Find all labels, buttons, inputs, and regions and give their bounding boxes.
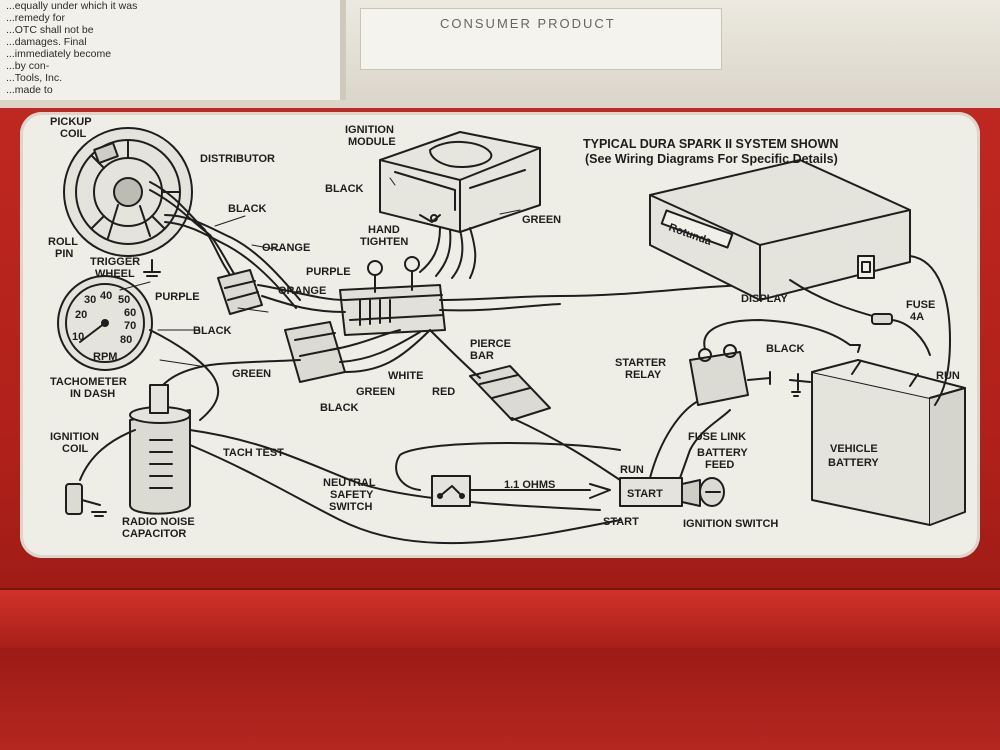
toolbox-floor bbox=[0, 648, 1000, 750]
warranty-line: ...made to bbox=[6, 84, 53, 96]
tach-tick: 60 bbox=[124, 307, 136, 319]
tach-tick: 10 bbox=[72, 331, 84, 343]
label-tach-test: TACH TEST bbox=[223, 447, 284, 459]
tach-ticks: 10 20 30 40 50 60 70 80 bbox=[72, 290, 136, 346]
label-fuse-link: FUSE LINK bbox=[688, 431, 746, 443]
tach-tick: 40 bbox=[100, 290, 112, 302]
label-vehicle-battery: BATTERY bbox=[828, 457, 879, 469]
label-radio-noise: CAPACITOR bbox=[122, 528, 186, 540]
label-neutral-safety: SAFETY bbox=[330, 489, 374, 501]
tach-tick: 30 bbox=[84, 294, 96, 306]
label-ohms: 1.1 OHMS bbox=[504, 479, 555, 491]
label-display: DISPLAY bbox=[741, 293, 788, 305]
label-start-bottom: START bbox=[603, 516, 639, 528]
distributor-connector-icon bbox=[217, 269, 263, 315]
label-tachometer: IN DASH bbox=[70, 388, 115, 400]
label-orange-dist: ORANGE bbox=[262, 242, 310, 254]
label-orange-bar: ORANGE bbox=[278, 285, 326, 297]
distributor-icon bbox=[63, 127, 193, 277]
label-distributor: DISTRIBUTOR bbox=[200, 153, 275, 165]
label-fuse: FUSE bbox=[906, 299, 935, 311]
toolbox-lip bbox=[0, 588, 1000, 650]
label-rpm: RPM bbox=[93, 351, 117, 363]
red-lead-connector-icon bbox=[469, 365, 551, 421]
label-starter-relay: RELAY bbox=[625, 369, 662, 381]
label-radio-noise: RADIO NOISE bbox=[122, 516, 195, 528]
pierce-bar-icon bbox=[339, 256, 446, 336]
diagram-title: TYPICAL DURA SPARK II SYSTEM SHOWN bbox=[583, 137, 838, 151]
tach-tick: 20 bbox=[75, 309, 87, 321]
tester-unit-icon bbox=[649, 159, 911, 301]
ignition-coil-icon bbox=[129, 384, 191, 515]
product-sticker bbox=[360, 8, 722, 70]
label-pierce-bar: BAR bbox=[470, 350, 494, 362]
product-sticker-text: CONSUMER PRODUCT bbox=[440, 16, 616, 31]
label-white: WHITE bbox=[388, 370, 423, 382]
tach-tick: 80 bbox=[120, 334, 132, 346]
warranty-line: ...damages. Final bbox=[6, 36, 87, 48]
label-roll-pin: PIN bbox=[55, 248, 73, 260]
label-battery-feed: FEED bbox=[705, 459, 734, 471]
vehicle-battery-icon bbox=[811, 359, 966, 526]
label-roll-pin: ROLL bbox=[48, 236, 78, 248]
label-green-module: GREEN bbox=[522, 214, 561, 226]
starter-relay-icon bbox=[689, 344, 771, 406]
fuse-icon bbox=[871, 313, 893, 325]
ignition-switch-icon bbox=[619, 477, 725, 507]
warranty-line: ...Tools, Inc. bbox=[6, 72, 63, 84]
label-ignition-switch: IGNITION SWITCH bbox=[683, 518, 778, 530]
label-fuse: 4A bbox=[910, 311, 924, 323]
diagram-subtitle: (See Wiring Diagrams For Specific Detail… bbox=[585, 152, 838, 166]
harness-connector-icon bbox=[284, 321, 346, 383]
label-vehicle-battery: VEHICLE bbox=[830, 443, 878, 455]
label-black-module: BLACK bbox=[325, 183, 364, 195]
warranty-line: ...equally under which it was bbox=[6, 0, 138, 12]
label-hand-tighten: HAND bbox=[368, 224, 400, 236]
label-green-left: GREEN bbox=[232, 368, 271, 380]
label-battery-feed: BATTERY bbox=[697, 447, 748, 459]
warranty-line: ...OTC shall not be bbox=[6, 24, 94, 36]
label-trigger-wheel: WHEEL bbox=[95, 268, 135, 280]
label-black-battery: BLACK bbox=[766, 343, 805, 355]
label-run-right: RUN bbox=[936, 370, 960, 382]
label-pickup-coil: COIL bbox=[60, 128, 87, 140]
label-starter-relay: STARTER bbox=[615, 357, 666, 369]
label-purple-dist: PURPLE bbox=[155, 291, 200, 303]
label-tachometer: TACHOMETER bbox=[50, 376, 127, 388]
warranty-line: ...by con- bbox=[6, 60, 50, 72]
label-black-mid: BLACK bbox=[320, 402, 359, 414]
label-neutral-safety: NEUTRAL bbox=[323, 477, 376, 489]
warranty-line: ...immediately become bbox=[6, 48, 112, 60]
label-green-mid: GREEN bbox=[356, 386, 395, 398]
radio-capacitor-icon bbox=[65, 483, 107, 517]
neutral-safety-switch-icon bbox=[431, 475, 471, 507]
warranty-line: ...remedy for bbox=[6, 12, 65, 24]
label-run-top: RUN bbox=[620, 464, 644, 476]
tach-tick: 50 bbox=[118, 294, 130, 306]
label-red: RED bbox=[432, 386, 455, 398]
label-pickup-coil: PICKUP bbox=[50, 116, 92, 128]
label-black-dist: BLACK bbox=[228, 203, 267, 215]
label-pierce-bar: PIERCE bbox=[470, 338, 511, 350]
label-ignition-coil: COIL bbox=[62, 443, 89, 455]
label-purple-bar: PURPLE bbox=[306, 266, 351, 278]
label-hand-tighten: TIGHTEN bbox=[360, 236, 408, 248]
label-trigger-wheel: TRIGGER bbox=[90, 256, 140, 268]
label-ignition-coil: IGNITION bbox=[50, 431, 99, 443]
warranty-text: ...equally under which it was ...remedy … bbox=[6, 0, 336, 96]
label-black-left: BLACK bbox=[193, 325, 232, 337]
warranty-paper: ...equally under which it was ...remedy … bbox=[0, 0, 346, 100]
label-ignition-module: IGNITION bbox=[345, 124, 394, 136]
label-ignition-module: MODULE bbox=[348, 136, 396, 148]
tach-tick: 70 bbox=[124, 320, 136, 332]
ignition-module-icon bbox=[379, 131, 541, 233]
label-neutral-safety: SWITCH bbox=[329, 501, 372, 513]
tachometer-icon bbox=[57, 275, 153, 371]
label-start-switch: START bbox=[627, 488, 663, 500]
